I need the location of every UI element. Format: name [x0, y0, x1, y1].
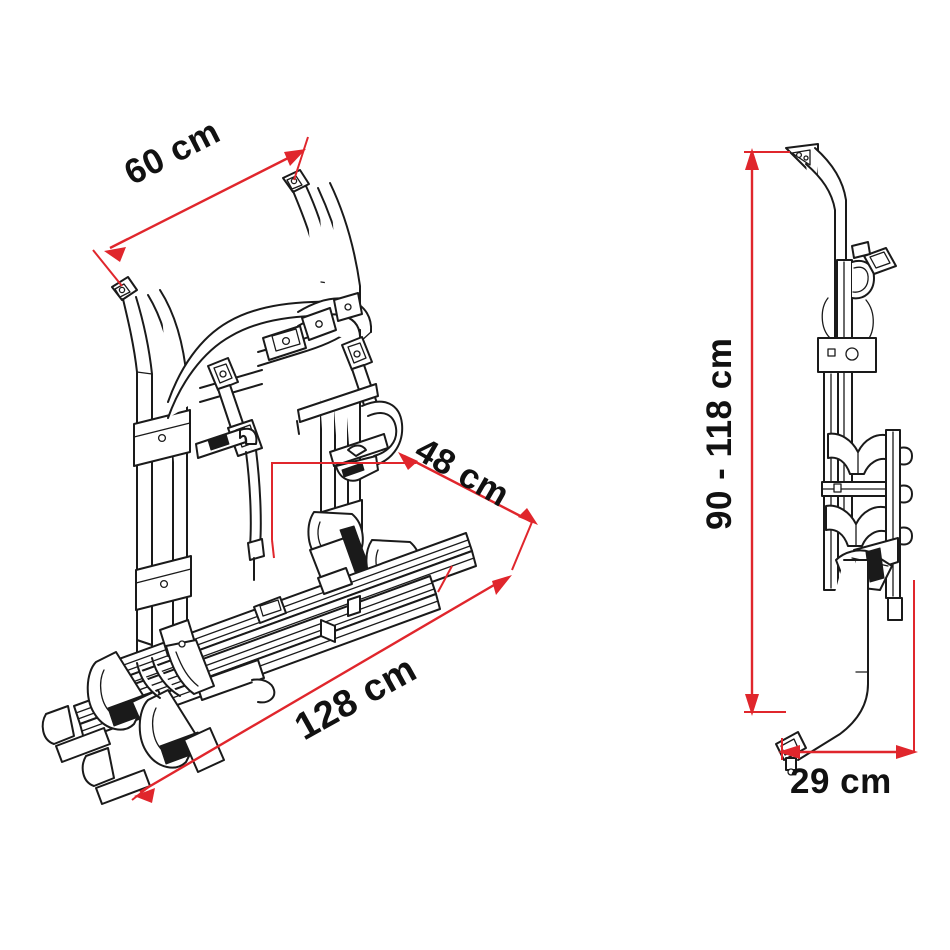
bike-holder-arm-left [195, 357, 265, 581]
lower-support-legs [136, 595, 361, 699]
upper-cross-frame [167, 292, 373, 419]
dimension-90-118cm [744, 148, 790, 716]
dimension-label-29cm: 29 cm [790, 762, 892, 801]
dimension-label-height-range: 90 - 118 cm [700, 337, 739, 530]
side-profile-view [775, 143, 913, 776]
dimension-128cm [131, 565, 512, 803]
dimension-48cm [271, 452, 538, 571]
dimension-60cm [92, 136, 309, 287]
dimension-29cm [778, 580, 918, 760]
rail-mount-clamps [86, 567, 353, 773]
